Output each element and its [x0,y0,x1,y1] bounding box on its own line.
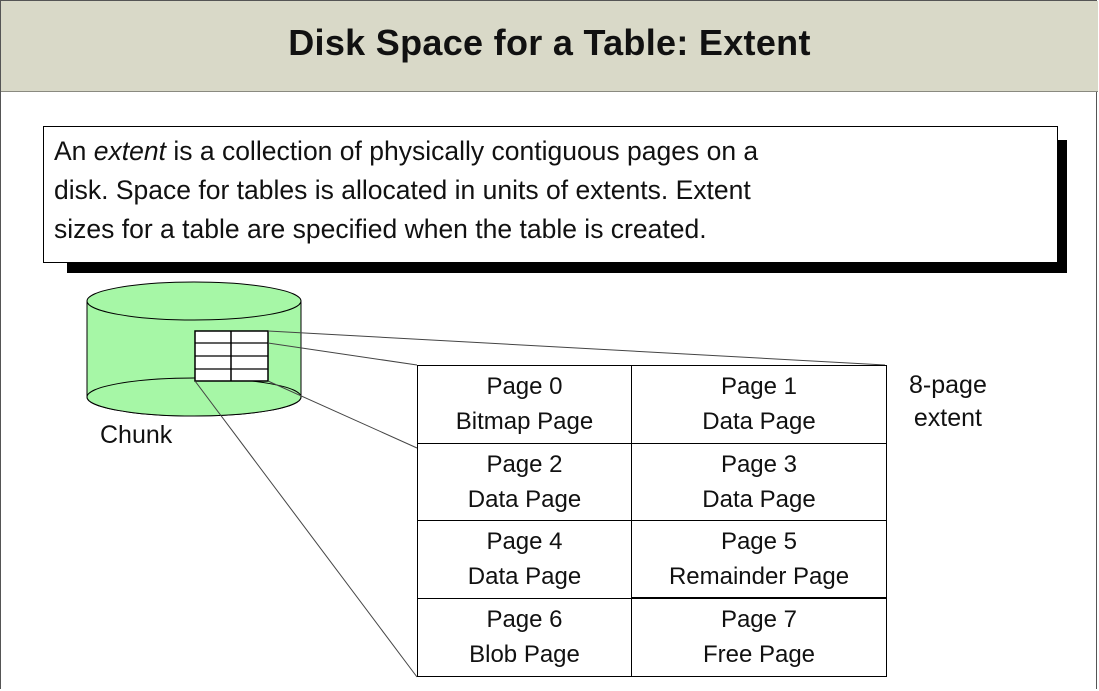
page-name: Page 0 [486,373,563,401]
page-name: Page 6 [486,606,563,634]
page-type: Data Page [702,408,816,436]
page-cell-4: Page 4 Data Page [418,521,632,599]
extent-label-line-2: extent [913,404,982,432]
definition-line-2: disk. Space for tables is allocated in u… [54,175,751,205]
page-type: Blob Page [469,641,580,669]
page-type: Data Page [467,485,582,513]
page-name: Page 5 [720,527,798,555]
page-name: Page 7 [720,606,798,634]
page-cell-1: Page 1 Data Page [632,366,886,444]
extent-grid: Page 0 Bitmap Page Page 1 Data Page Page… [417,365,887,677]
chunk-cylinder-bottom [86,377,302,417]
page-name: Page 4 [486,528,563,556]
definition-line-1: An extent is a collection of physically … [54,132,1049,171]
slide-title: Disk Space for a Table: Extent [288,22,811,63]
page-cell-2: Page 2 Data Page [418,443,632,521]
page-type: Free Page [702,641,816,669]
chunk-cylinder-top [86,281,302,321]
page-cell-3: Page 3 Data Page [632,444,886,521]
page-name: Page 2 [486,450,563,478]
page-cell-0: Page 0 Bitmap Page [418,366,632,444]
page-cell-7: Page 7 Free Page [632,599,886,677]
definition-term: extent [93,136,166,166]
page-cell-6: Page 6 Blob Page [418,598,632,676]
title-bar: Disk Space for a Table: Extent [1,1,1098,92]
page-type: Bitmap Page [455,408,594,436]
chunk-label: Chunk [100,421,173,449]
zoom-lines [194,330,886,678]
definition-prefix: An [54,136,94,166]
page-type: Data Page [467,563,582,591]
page-type: Data Page [702,485,816,513]
page-name: Page 1 [720,373,798,401]
definition-line-3: sizes for a table are specified when the… [54,214,707,244]
mini-extent-grid [194,330,269,382]
page-name: Page 3 [720,450,798,478]
page-cell-5: Page 5 Remainder Page [632,521,886,599]
definition-box: An extent is a collection of physically … [43,126,1058,263]
extent-label-line-1: 8-page [909,371,987,399]
definition-line-1-rest: is a collection of physically contiguous… [165,136,759,166]
extent-label: 8-page extent [909,369,987,435]
page-type: Remainder Page [668,562,850,590]
